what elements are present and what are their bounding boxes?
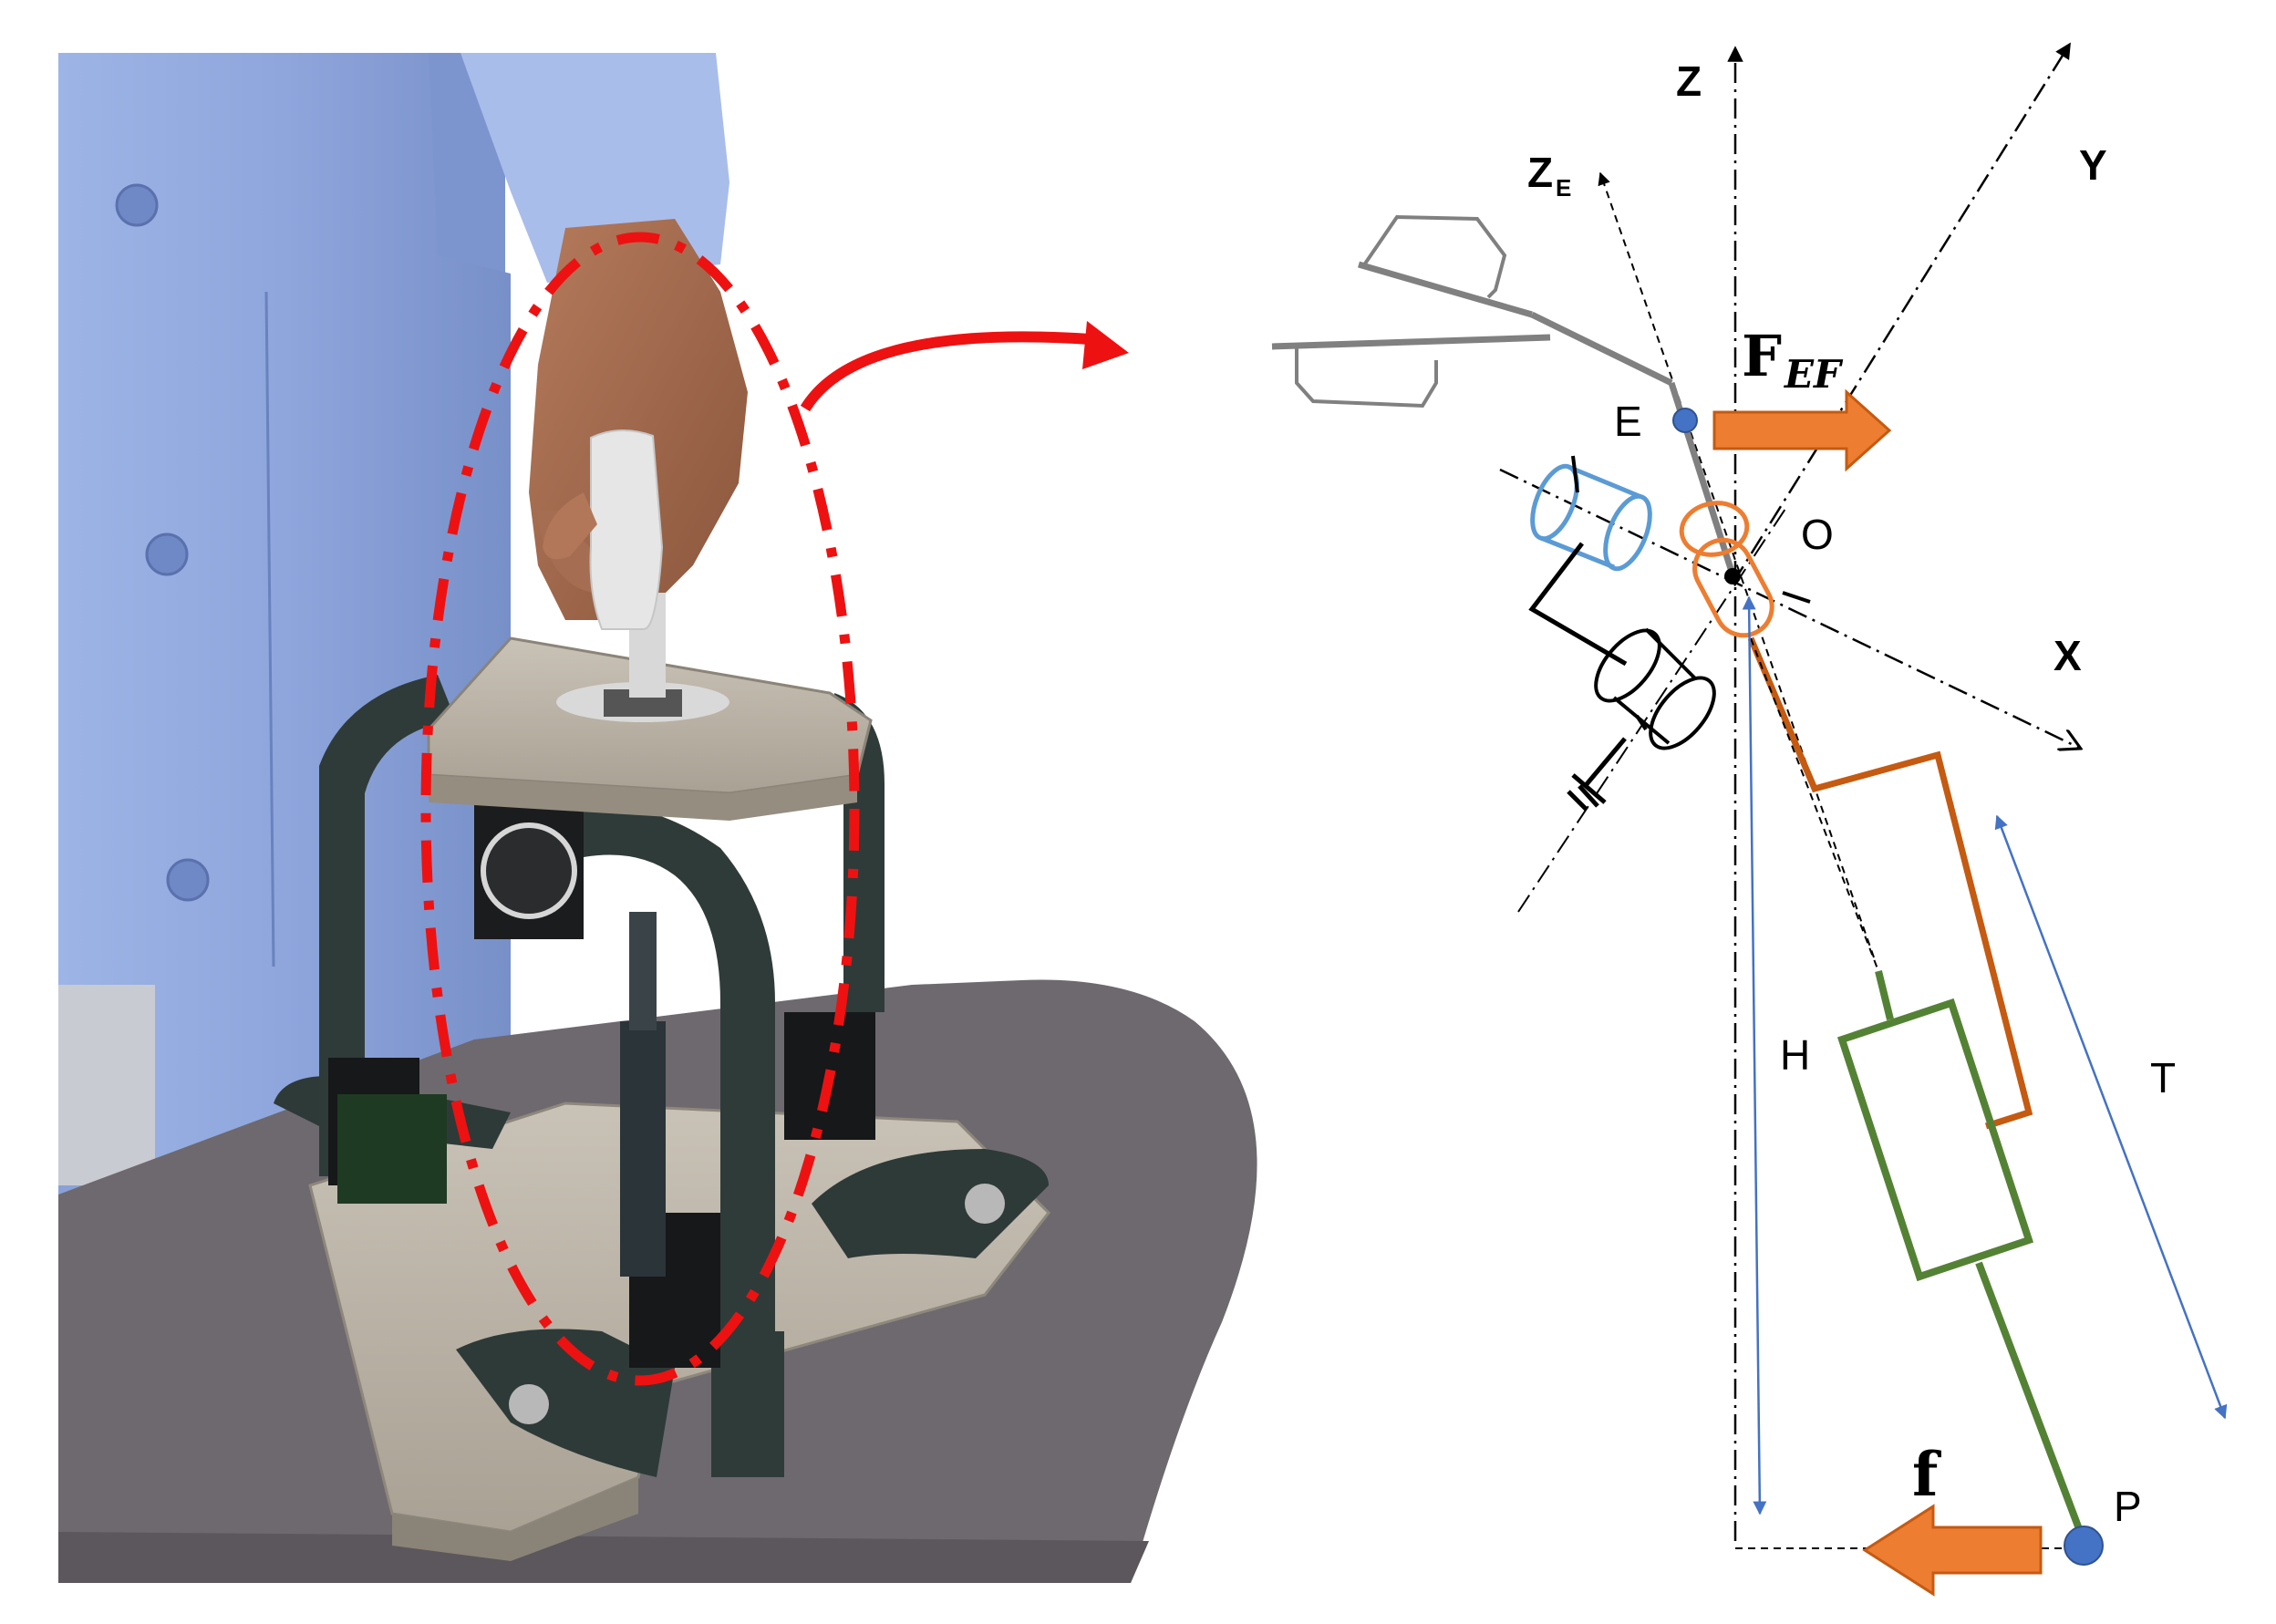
motor-bracket <box>1528 542 1628 667</box>
point-e-label: E <box>1614 398 1642 445</box>
ze-axis-subscript: E <box>1556 174 1571 202</box>
coat-button <box>115 183 159 227</box>
z-axis-label: Z <box>1676 57 1702 105</box>
actuator-blue-icon <box>1530 463 1652 572</box>
spring-h-icon <box>1836 970 2087 1543</box>
highlight-arrow <box>800 331 1091 412</box>
parallel-haptic-device-icon <box>274 429 1050 1561</box>
mechanism-schematic: Z Y X Z E E O P H T F EF f <box>1271 42 2228 1597</box>
ze-axis-label: Z <box>1527 149 1553 196</box>
point-e-dot <box>1672 408 1698 433</box>
coat-button <box>166 858 210 902</box>
y-axis-line <box>1731 42 2072 584</box>
x-axis-line <box>1499 468 2079 748</box>
ze-axis-line <box>1598 171 1875 958</box>
x-axis-label: X <box>2054 632 2082 679</box>
ground-symbol-icon <box>1567 737 1627 812</box>
force-f-arrow <box>1862 1504 2043 1597</box>
dimension-t-line <box>1994 814 2228 1420</box>
force-fef-subscript: EF <box>1784 352 1844 397</box>
force-fef-label: F <box>1742 323 1782 389</box>
motor-cylinder-icon <box>1594 627 1716 750</box>
point-p-label: P <box>2114 1483 2142 1530</box>
highlight-ellipse <box>420 232 860 1386</box>
origin-o-dot <box>1724 568 1741 584</box>
coat-button <box>145 533 189 576</box>
force-fef-arrow <box>1712 388 1892 472</box>
point-p-dot <box>2064 1526 2104 1566</box>
device-illustration <box>58 53 1257 1583</box>
y-axis-label: Y <box>2079 141 2107 189</box>
point-o-label: O <box>1801 511 1834 558</box>
motor-axis-line <box>1517 505 1788 913</box>
highlight-arrow-head <box>1082 321 1129 369</box>
force-f-label: f <box>1912 1439 1941 1510</box>
dimension-t-label: T <box>2150 1054 2176 1102</box>
dimension-h-label: H <box>1780 1031 1810 1079</box>
dimension-h-line <box>1742 595 1767 1515</box>
handle-sketch-icon <box>1271 214 1736 576</box>
